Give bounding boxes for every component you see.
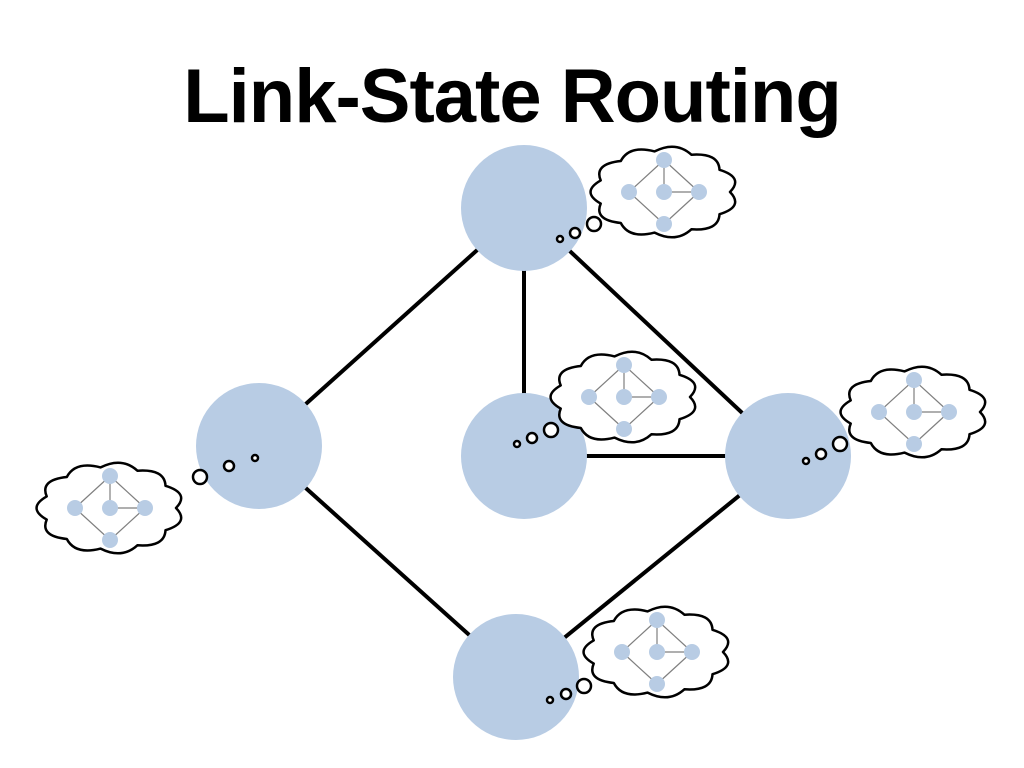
map-node — [684, 644, 700, 660]
thought-bubble — [222, 459, 236, 473]
map-node — [67, 500, 83, 516]
map-node — [102, 532, 118, 548]
router-nodes — [196, 145, 851, 740]
thought-bubble — [250, 453, 260, 463]
map-node — [906, 404, 922, 420]
map-node — [691, 184, 707, 200]
map-node — [656, 152, 672, 168]
thought-bubble — [512, 439, 522, 449]
thought-bubble — [814, 447, 828, 461]
thought-bubble — [542, 421, 560, 439]
thought-bubble — [801, 456, 811, 466]
thought-clouds — [35, 145, 987, 705]
thought-cloud-left — [35, 453, 260, 555]
map-node — [621, 184, 637, 200]
thought-bubble — [191, 468, 209, 486]
map-node — [649, 644, 665, 660]
router-node-left — [196, 383, 322, 509]
map-node — [649, 612, 665, 628]
thought-cloud-bottom — [545, 605, 730, 705]
map-node — [656, 184, 672, 200]
map-node — [102, 468, 118, 484]
thought-cloud-top — [555, 145, 737, 244]
map-node — [649, 676, 665, 692]
map-node — [102, 500, 118, 516]
map-node — [616, 357, 632, 373]
router-node-top — [461, 145, 587, 271]
thought-cloud-center — [512, 350, 697, 449]
thought-bubble — [575, 677, 593, 695]
map-node — [871, 404, 887, 420]
router-node-bottom — [453, 614, 579, 740]
thought-bubble — [525, 431, 539, 445]
thought-bubble — [559, 687, 573, 701]
thought-bubble — [585, 215, 603, 233]
thought-bubble — [831, 435, 849, 453]
thought-bubble — [568, 226, 582, 240]
map-node — [941, 404, 957, 420]
map-node — [906, 436, 922, 452]
thought-cloud-right — [801, 365, 987, 466]
thought-bubble — [555, 234, 565, 244]
slide-title: Link-State Routing — [183, 54, 842, 139]
map-node — [906, 372, 922, 388]
router-node-right — [725, 393, 851, 519]
map-node — [614, 644, 630, 660]
map-node — [651, 389, 667, 405]
topology-map — [614, 612, 700, 692]
topology-map — [871, 372, 957, 452]
map-node — [581, 389, 597, 405]
topology-map — [67, 468, 153, 548]
map-node — [137, 500, 153, 516]
thought-bubble — [545, 695, 555, 705]
map-node — [656, 216, 672, 232]
map-node — [616, 421, 632, 437]
map-node — [616, 389, 632, 405]
topology-map — [581, 357, 667, 437]
topology-map — [621, 152, 707, 232]
